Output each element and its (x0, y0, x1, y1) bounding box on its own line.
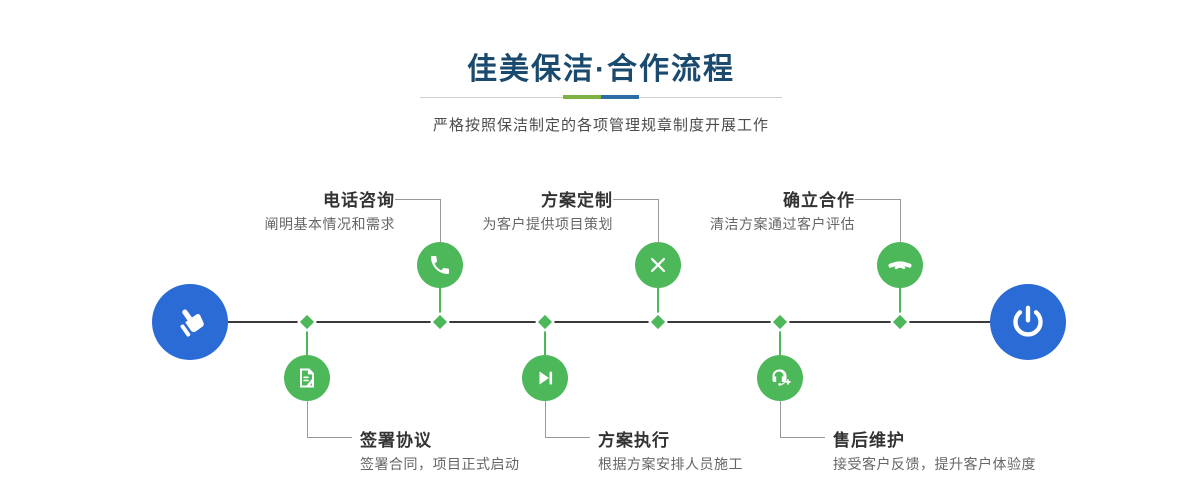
timeline-diamond (299, 314, 315, 330)
step-node-cooperation (877, 242, 923, 288)
play-icon (539, 371, 553, 385)
step-desc: 接受客户反馈，提升客户体验度 (833, 456, 1036, 472)
step-label: 售后维护 (833, 431, 905, 450)
flow-start-node (152, 284, 228, 360)
step-label: 方案定制 (541, 191, 613, 210)
step-label: 签署协议 (360, 431, 432, 450)
label-connector (307, 437, 352, 438)
step-desc: 为客户提供项目策划 (482, 216, 613, 232)
node-stem (657, 288, 659, 321)
label-connector (613, 199, 658, 200)
label-connector (545, 437, 590, 438)
handshake-icon (888, 260, 912, 269)
label-connector (780, 437, 825, 438)
step-node-contract (284, 355, 330, 401)
label-connector (855, 199, 900, 200)
node-stem (439, 288, 441, 321)
node-stem (779, 322, 781, 355)
step-desc: 清洁方案通过客户评估 (710, 216, 855, 232)
title-divider (420, 95, 782, 99)
design-icon (650, 257, 666, 273)
step-node-design (635, 242, 681, 288)
power-icon (1013, 305, 1043, 337)
page-subtitle: 严格按照保洁制定的各项管理规章制度开展工作 (432, 117, 769, 134)
node-stem (544, 322, 546, 355)
label-connector (545, 401, 546, 437)
phone-icon (431, 256, 449, 274)
step-label: 电话咨询 (323, 191, 395, 210)
label-connector (900, 199, 901, 243)
step-node-aftersale (757, 355, 803, 401)
label-connector (395, 199, 440, 200)
headset-plus-icon (772, 369, 791, 386)
divider-blue-segment (601, 95, 639, 99)
label-connector (780, 401, 781, 437)
contract-icon (300, 368, 315, 388)
node-stem (306, 322, 308, 355)
label-connector (307, 401, 308, 437)
label-connector (658, 199, 659, 243)
step-label: 方案执行 (598, 431, 670, 450)
step-desc: 阐明基本情况和需求 (264, 216, 395, 232)
timeline-diamond (432, 314, 448, 330)
timeline-diamond (772, 314, 788, 330)
step-desc: 根据方案安排人员施工 (598, 456, 743, 472)
divider-green-segment (563, 95, 601, 99)
step-label: 确立合作 (783, 191, 855, 210)
timeline-line (228, 321, 990, 323)
label-connector (440, 199, 441, 243)
timeline-diamond (892, 314, 908, 330)
timeline-diamond (650, 314, 666, 330)
step-desc: 签署合同，项目正式启动 (360, 456, 520, 472)
node-stem (899, 288, 901, 321)
step-node-execute (522, 355, 568, 401)
flow-end-node (990, 284, 1066, 360)
hand-pointer-icon (180, 309, 204, 337)
page-title: 佳美保洁·合作流程 (467, 53, 735, 86)
step-node-phone (417, 242, 463, 288)
timeline-diamond (537, 314, 553, 330)
